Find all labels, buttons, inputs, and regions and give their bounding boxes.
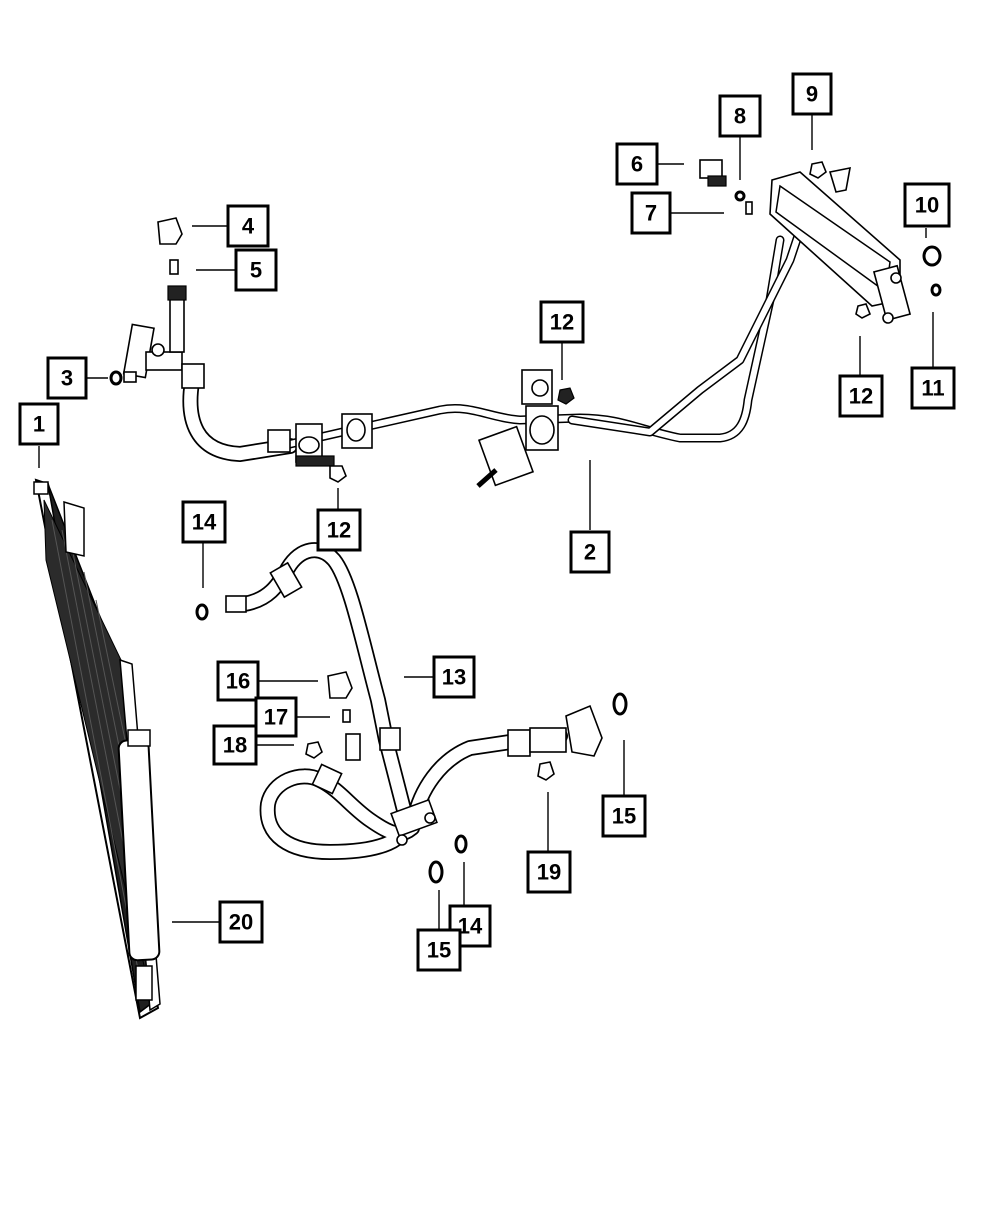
- callout-8-text: 8: [734, 104, 746, 129]
- callout-10-text: 10: [915, 193, 939, 218]
- callout-20-text: 20: [229, 910, 253, 935]
- callout-8: 8: [718, 94, 762, 138]
- callout-12-left: 12: [316, 508, 362, 552]
- callout-15b-text: 15: [427, 938, 451, 963]
- callout-19-text: 19: [537, 860, 561, 885]
- callout-14-left: 14: [181, 500, 227, 544]
- callout-10: 10: [903, 182, 951, 228]
- leader-lines: [38, 114, 934, 932]
- callout-16: 16: [216, 660, 260, 702]
- callout-17: 17: [254, 696, 298, 738]
- callout-5: 5: [234, 248, 278, 292]
- callout-3-text: 3: [61, 366, 73, 391]
- callout-3: 3: [46, 356, 88, 400]
- small-parts: [109, 159, 942, 884]
- callout-15a-text: 15: [612, 804, 636, 829]
- callout-13: 13: [432, 655, 476, 699]
- condenser-illustration: [33, 478, 161, 1020]
- callout-9-text: 9: [806, 82, 818, 107]
- callout-9: 9: [791, 72, 833, 116]
- callout-18-text: 18: [223, 733, 247, 758]
- callout-5-text: 5: [250, 258, 262, 283]
- callout-13-text: 13: [442, 665, 466, 690]
- callout-7-text: 7: [645, 201, 657, 226]
- callout-2: 2: [569, 530, 611, 574]
- callout-17-text: 17: [264, 705, 288, 730]
- callout-15-bottom: 15: [416, 928, 462, 972]
- upper-ac-line-assembly: [122, 166, 912, 488]
- callout-11-text: 11: [921, 376, 944, 401]
- callout-12-right: 12: [838, 374, 884, 418]
- callout-15-right: 15: [601, 794, 647, 838]
- callout-7: 7: [630, 191, 672, 235]
- callout-4: 4: [226, 204, 270, 248]
- callout-4-text: 4: [242, 214, 255, 239]
- callout-6-text: 6: [631, 152, 643, 177]
- lower-ac-hose-assembly: [225, 542, 603, 860]
- callout-19: 19: [526, 850, 572, 894]
- callout-1-text: 1: [33, 412, 45, 437]
- callout-12-upper-middle: 12: [539, 300, 585, 344]
- callout-12a-text: 12: [550, 310, 574, 335]
- callout-16-text: 16: [226, 669, 250, 694]
- callout-1: 1: [18, 402, 60, 446]
- callout-12c-text: 12: [849, 384, 873, 409]
- callout-14a-text: 14: [192, 510, 217, 535]
- callout-6: 6: [615, 142, 659, 186]
- callout-20: 20: [218, 900, 264, 944]
- callout-12b-text: 12: [327, 518, 351, 543]
- callout-11: 11: [910, 366, 956, 410]
- callout-18: 18: [212, 724, 258, 766]
- callout-14b-text: 14: [458, 914, 483, 939]
- callout-2-text: 2: [584, 540, 596, 565]
